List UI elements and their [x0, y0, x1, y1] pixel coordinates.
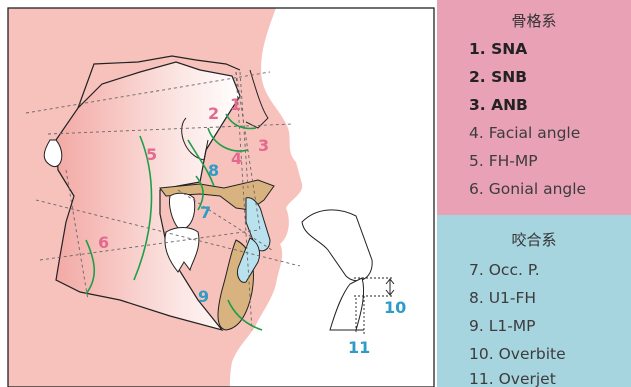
legend-item-sna: 1. SNA — [437, 40, 631, 58]
label-overbite: 10 — [384, 298, 406, 317]
legend-item-occ-p: 7. Occ. P. — [437, 261, 631, 279]
legend-item-gonial-angle: 6. Gonial angle — [437, 180, 631, 198]
legend-item-snb: 2. SNB — [437, 68, 631, 86]
overbite-inset — [302, 210, 394, 334]
legend-item-l1-mp: 9. L1-MP — [437, 317, 631, 335]
legend-item-anb: 3. ANB — [437, 96, 631, 114]
legend-item-overjet: 11. Overjet — [437, 370, 631, 387]
occlusal-section: 咬合系 7. Occ. P. 8. U1-FH 9. L1-MP 10. Ove… — [437, 215, 631, 387]
label-u1-fh: 8 — [208, 161, 219, 180]
legend-panel: 骨格系 1. SNA 2. SNB 3. ANB 4. Facial angle… — [437, 0, 631, 387]
legend-item-u1-fh: 8. U1-FH — [437, 289, 631, 307]
legend-item-overbite: 10. Overbite — [437, 345, 631, 363]
occlusal-heading: 咬合系 — [437, 229, 631, 250]
label-occ-p: 7 — [200, 203, 211, 222]
label-sna: 1 — [230, 95, 241, 114]
legend-item-fh-mp: 5. FH-MP — [437, 152, 631, 170]
label-facial-angle: 4 — [231, 149, 242, 168]
skeletal-section: 骨格系 1. SNA 2. SNB 3. ANB 4. Facial angle… — [437, 0, 631, 215]
label-gonial-angle: 6 — [98, 233, 109, 252]
label-overjet: 11 — [348, 338, 370, 357]
label-snb: 2 — [208, 104, 219, 123]
skeletal-heading: 骨格系 — [437, 10, 631, 31]
label-l1-mp: 9 — [198, 287, 209, 306]
label-anb: 3 — [258, 136, 269, 155]
label-fh-mp: 5 — [146, 145, 157, 164]
legend-item-facial-angle: 4. Facial angle — [437, 124, 631, 142]
